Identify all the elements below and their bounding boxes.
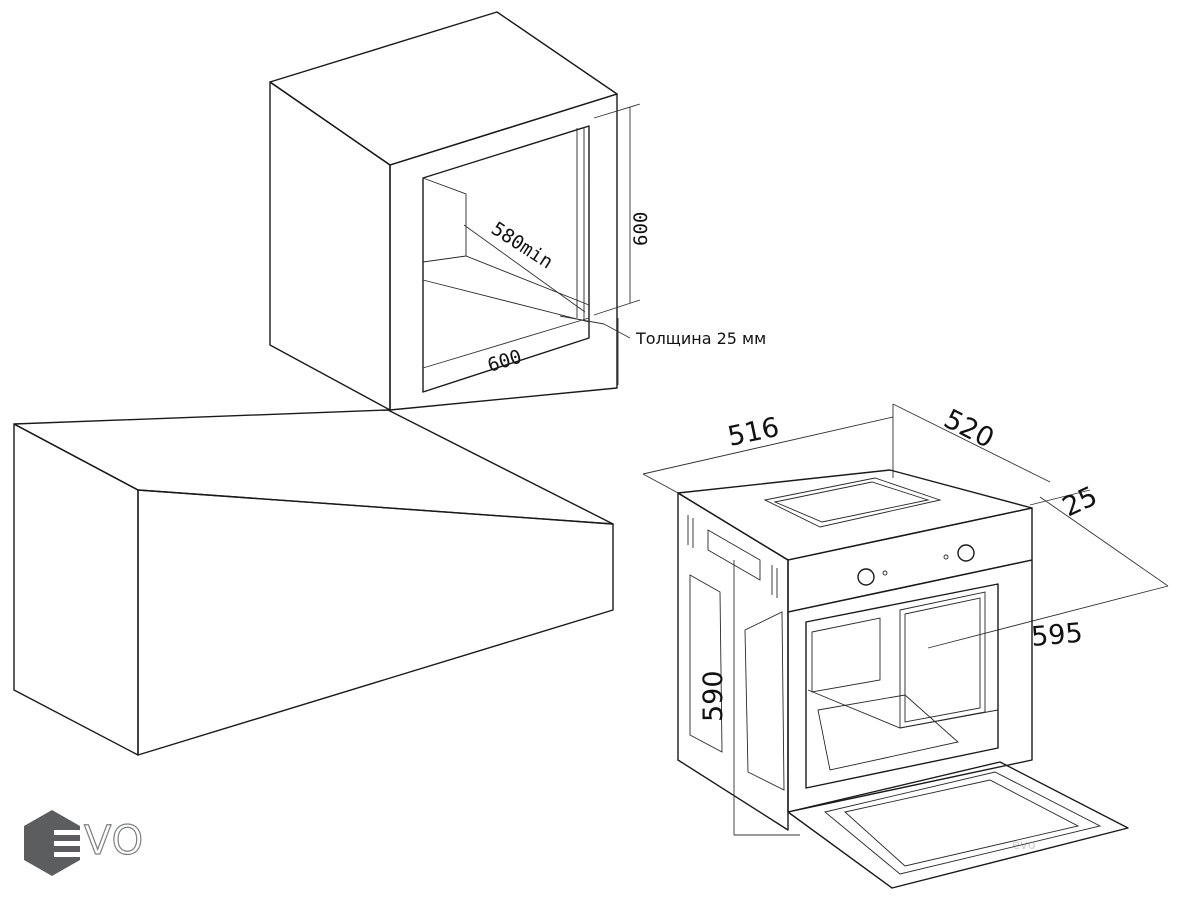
cabinet-drawing: 580min 600 600 [13, 11, 652, 756]
dim-label-oven-depth: 520 [939, 404, 999, 455]
dim-line-width [422, 317, 590, 369]
oven-door-glass-inner [844, 779, 1080, 867]
counter-front-face [137, 489, 614, 756]
oven-front-frame [787, 559, 1033, 813]
logo-text: VO [83, 817, 145, 864]
counter-left-face [13, 423, 139, 756]
oven-floor [817, 694, 959, 771]
oven-left-side [677, 492, 789, 831]
dim-label-panel: 25 [1058, 481, 1102, 524]
oven-floor-line [807, 689, 999, 729]
dim-line-oven-width [642, 416, 894, 475]
counter-top-face [13, 409, 614, 525]
dim-ext-oven-left [642, 473, 681, 495]
thickness-note: Толщина 25 мм [636, 329, 767, 348]
logo-bar-3 [54, 852, 84, 857]
oven-top-vent-inner [773, 481, 930, 523]
oven-indicator-right [943, 554, 949, 560]
oven-fan-area [811, 617, 881, 693]
oven-back-wall-inner [904, 597, 981, 723]
oven-knob-right [957, 544, 975, 562]
oven-side-recess [689, 574, 723, 753]
dim-ext-bottom [593, 299, 641, 316]
evo-logo [24, 810, 84, 876]
dim-label-depth: 580min [487, 218, 557, 274]
logo-hexagon-icon [24, 810, 80, 876]
oven-indicator-left [882, 570, 888, 576]
dim-ext-top [593, 103, 641, 119]
oven-cavity [805, 583, 999, 789]
niche-back-edge [422, 177, 467, 256]
niche-shelf-front [422, 279, 590, 323]
oven-knob-left [857, 568, 875, 586]
dim-line-front-ext [1039, 496, 1169, 587]
oven-control-panel [787, 507, 1033, 613]
watermark-text: evo [1012, 838, 1036, 853]
dim-label-width: 600 [485, 346, 524, 377]
oven-door [787, 761, 1129, 889]
oven-door-glass [824, 771, 1102, 875]
dim-label-front-width: 595 [1030, 618, 1084, 653]
logo-bar-2 [54, 841, 84, 846]
dim-line-front-width [927, 585, 1169, 649]
oven-side-recess-2 [744, 611, 785, 791]
column-top-face [269, 11, 618, 166]
column-front-face [389, 93, 618, 411]
dim-label-oven-height: 590 [698, 670, 729, 722]
thickness-leader [559, 315, 605, 325]
dim-label-height: 600 [630, 212, 652, 246]
niche-opening [422, 125, 590, 393]
logo-bar-1 [54, 830, 84, 835]
oven-drawing: 516 520 25 595 [642, 403, 1169, 889]
niche-shelf-line [422, 255, 590, 306]
column-left-face [269, 81, 391, 411]
dim-label-oven-width: 516 [725, 412, 782, 453]
dim-line-oven-depth [892, 403, 1051, 483]
oven-side-handle [707, 529, 761, 581]
oven-top-vent [763, 477, 942, 528]
dim-line-depth [463, 224, 586, 313]
dim-line-panel [1029, 489, 1091, 506]
thickness-leader-2 [603, 323, 631, 339]
